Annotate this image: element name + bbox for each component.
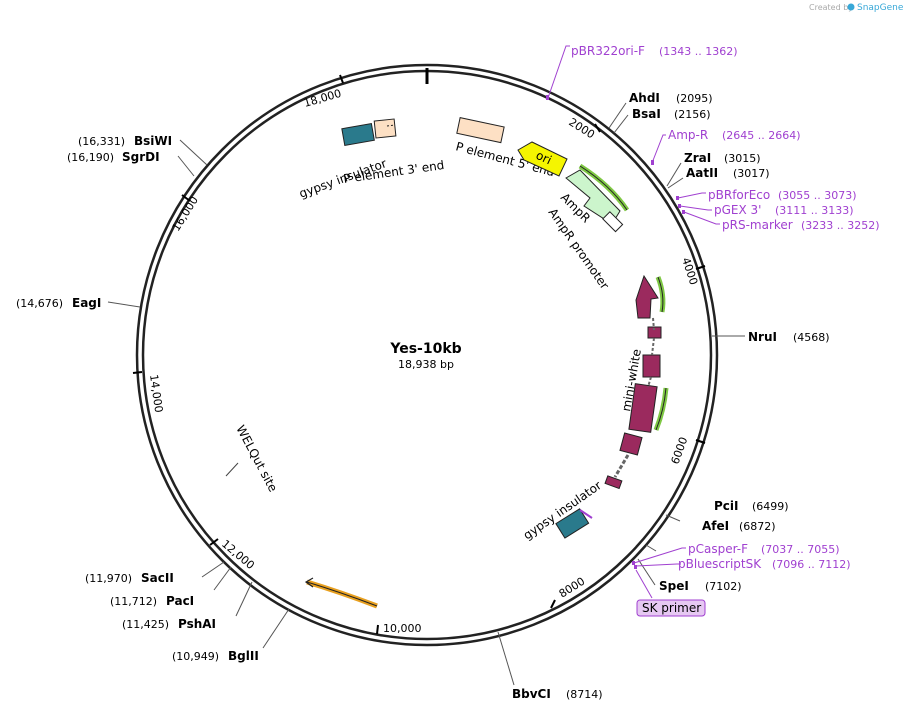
enzyme-name: SgrDI xyxy=(122,150,160,164)
primer-name: Amp-R xyxy=(668,128,708,142)
gypsy-insulator-box xyxy=(341,122,375,147)
primer-range: (3233 .. 3252) xyxy=(801,219,880,232)
enzyme-position: (4568) xyxy=(793,331,830,344)
enzyme-name: AhdI xyxy=(629,91,660,105)
p-element-5-box xyxy=(456,117,505,144)
enzyme-name: ZraI xyxy=(684,151,711,165)
enzyme-position: (14,676) xyxy=(16,297,63,310)
primer-labels: pBR322ori-F (1343 .. 1362) Amp-R (2645 .… xyxy=(571,44,880,617)
ori-arrow xyxy=(517,141,568,177)
enzyme-name: BbvCI xyxy=(512,687,551,701)
p-element-3-box xyxy=(373,118,397,139)
ampr-promoter-box xyxy=(602,211,624,233)
primer-range: (7096 .. 7112) xyxy=(772,558,851,571)
plasmid-length: 18,938 bp xyxy=(398,358,454,371)
enzyme-labels: AhdI (2095) BsaI (2156) ZraI (3015) AatI… xyxy=(16,91,830,701)
enzyme-position: (11,425) xyxy=(122,618,169,631)
plasmid-name: Yes-10kb xyxy=(389,341,461,357)
primer-range: (3111 .. 3133) xyxy=(775,204,854,217)
orf-arrow-3 xyxy=(653,387,669,431)
welqut-label: WELQut site xyxy=(233,423,280,494)
primer-name: pBR322ori-F xyxy=(571,44,645,58)
enzyme-position: (8714) xyxy=(566,688,603,701)
credit-text: Created by xyxy=(809,3,853,12)
primer-name: pGEX 3' xyxy=(714,203,761,217)
enzyme-position: (7102) xyxy=(705,580,742,593)
enzyme-name: PacI xyxy=(166,594,194,608)
enzyme-position: (16,190) xyxy=(67,151,114,164)
enzyme-name: AatII xyxy=(686,166,718,180)
enzyme-name: SpeI xyxy=(659,579,689,593)
enzyme-name: BsaI xyxy=(632,107,661,121)
sk-primer-badge xyxy=(636,599,706,617)
enzyme-position: (16,331) xyxy=(78,135,125,148)
primer-name: pBluescriptSK xyxy=(678,557,762,571)
enzyme-position: (6499) xyxy=(752,500,789,513)
credit-brand: SnapGene xyxy=(857,3,904,13)
primer-name: SK primer xyxy=(642,601,701,615)
tick-label: 4000 xyxy=(679,256,700,287)
enzyme-position: (10,949) xyxy=(172,650,219,663)
mini-white-gene xyxy=(604,274,662,490)
snapgene-logo-icon xyxy=(847,3,855,11)
enzyme-position: (2095) xyxy=(676,92,713,105)
enzyme-name: EagI xyxy=(72,296,101,310)
ori-label: ori xyxy=(534,148,554,167)
enzyme-name: AfeI xyxy=(702,519,729,533)
primer-range: (3055 .. 3073) xyxy=(778,189,857,202)
tick-label: 10,000 xyxy=(383,622,422,635)
backbone xyxy=(135,63,719,647)
enzyme-position: (2156) xyxy=(674,108,711,121)
enzyme-position: (3015) xyxy=(724,152,761,165)
enzyme-name: BglII xyxy=(228,649,259,663)
tick-label: 6000 xyxy=(669,435,691,466)
primer-range: (1343 .. 1362) xyxy=(659,45,738,58)
primer-name: pBRforEco xyxy=(708,188,770,202)
primer-sites xyxy=(546,95,685,569)
enzyme-name: PshAI xyxy=(178,617,216,631)
enzyme-name: NruI xyxy=(748,330,777,344)
gypsy-insulator-2-box xyxy=(555,508,590,539)
tick-label: 2000 xyxy=(566,116,597,142)
primer-range: (2645 .. 2664) xyxy=(722,129,801,142)
tick-label: 8000 xyxy=(557,575,588,601)
enzyme-name: PciI xyxy=(714,499,739,513)
tick-label: 14,000 xyxy=(147,374,165,414)
primer-range: (7037 .. 7055) xyxy=(761,543,840,556)
enzyme-position: (6872) xyxy=(739,520,776,533)
enzyme-name: SacII xyxy=(141,571,174,585)
enzyme-position: (11,712) xyxy=(110,595,157,608)
enzyme-leaders xyxy=(107,102,745,686)
primer-leaders xyxy=(547,45,720,599)
enzyme-name: BsiWI xyxy=(134,134,172,148)
primer-name: pRS-marker xyxy=(722,218,793,232)
enzyme-position: (11,970) xyxy=(85,572,132,585)
enzyme-position: (3017) xyxy=(733,167,770,180)
p-element-3-label: P element 3' end xyxy=(342,158,445,186)
primer-name: pCasper-F xyxy=(688,542,748,556)
